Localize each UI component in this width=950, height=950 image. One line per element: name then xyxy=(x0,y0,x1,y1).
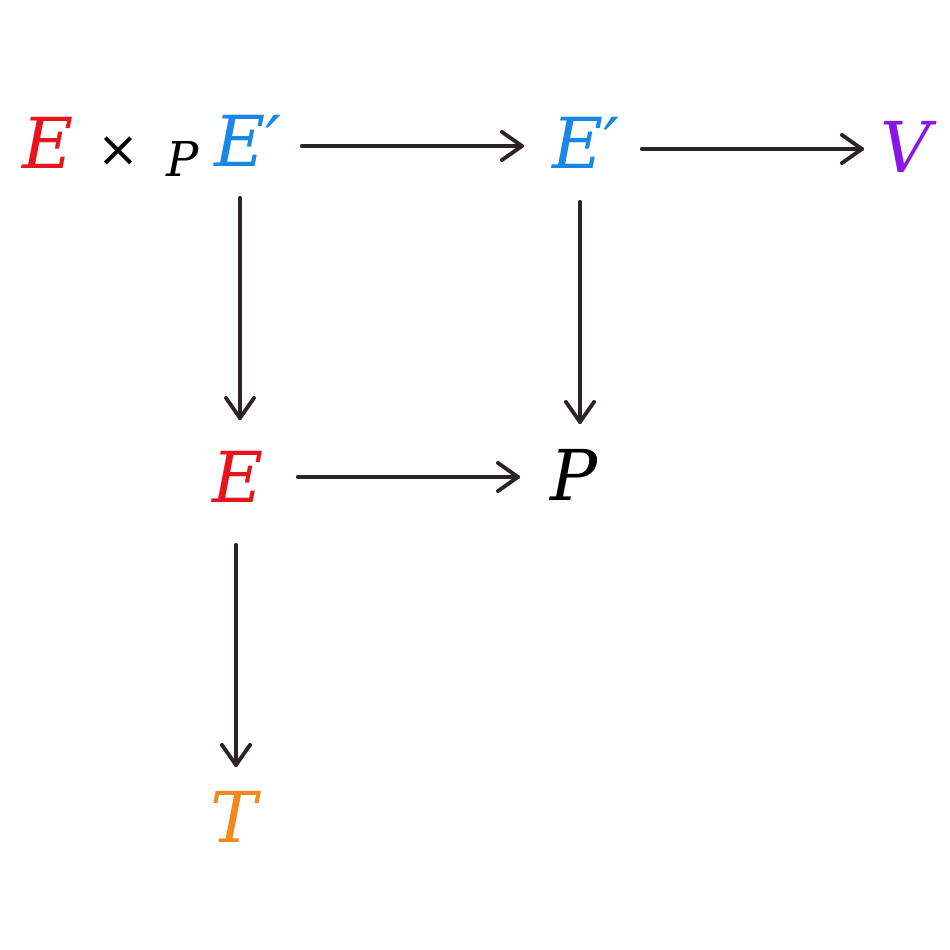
node-fiber-product-left: E xyxy=(20,103,73,185)
arrow-e-to-t xyxy=(220,543,252,767)
arrow-fiber-product-to-e xyxy=(224,196,256,420)
node-e: E xyxy=(210,437,263,519)
node-e-prime: E′ xyxy=(550,103,619,185)
node-t: T xyxy=(210,777,261,859)
arrow-e-prime-to-v xyxy=(640,133,864,165)
node-p: P xyxy=(548,435,599,517)
arrow-fiber-product-to-e-prime xyxy=(300,130,524,162)
node-v: V xyxy=(880,107,937,189)
node-fiber-product-times: × xyxy=(97,120,139,178)
node-fiber-product-right: E′ xyxy=(212,101,281,183)
node-fiber-product: E × P E′ xyxy=(20,101,281,188)
node-fiber-product-subscript: P xyxy=(165,132,199,188)
arrow-e-prime-to-p xyxy=(564,200,596,424)
arrow-e-to-p xyxy=(296,461,520,493)
